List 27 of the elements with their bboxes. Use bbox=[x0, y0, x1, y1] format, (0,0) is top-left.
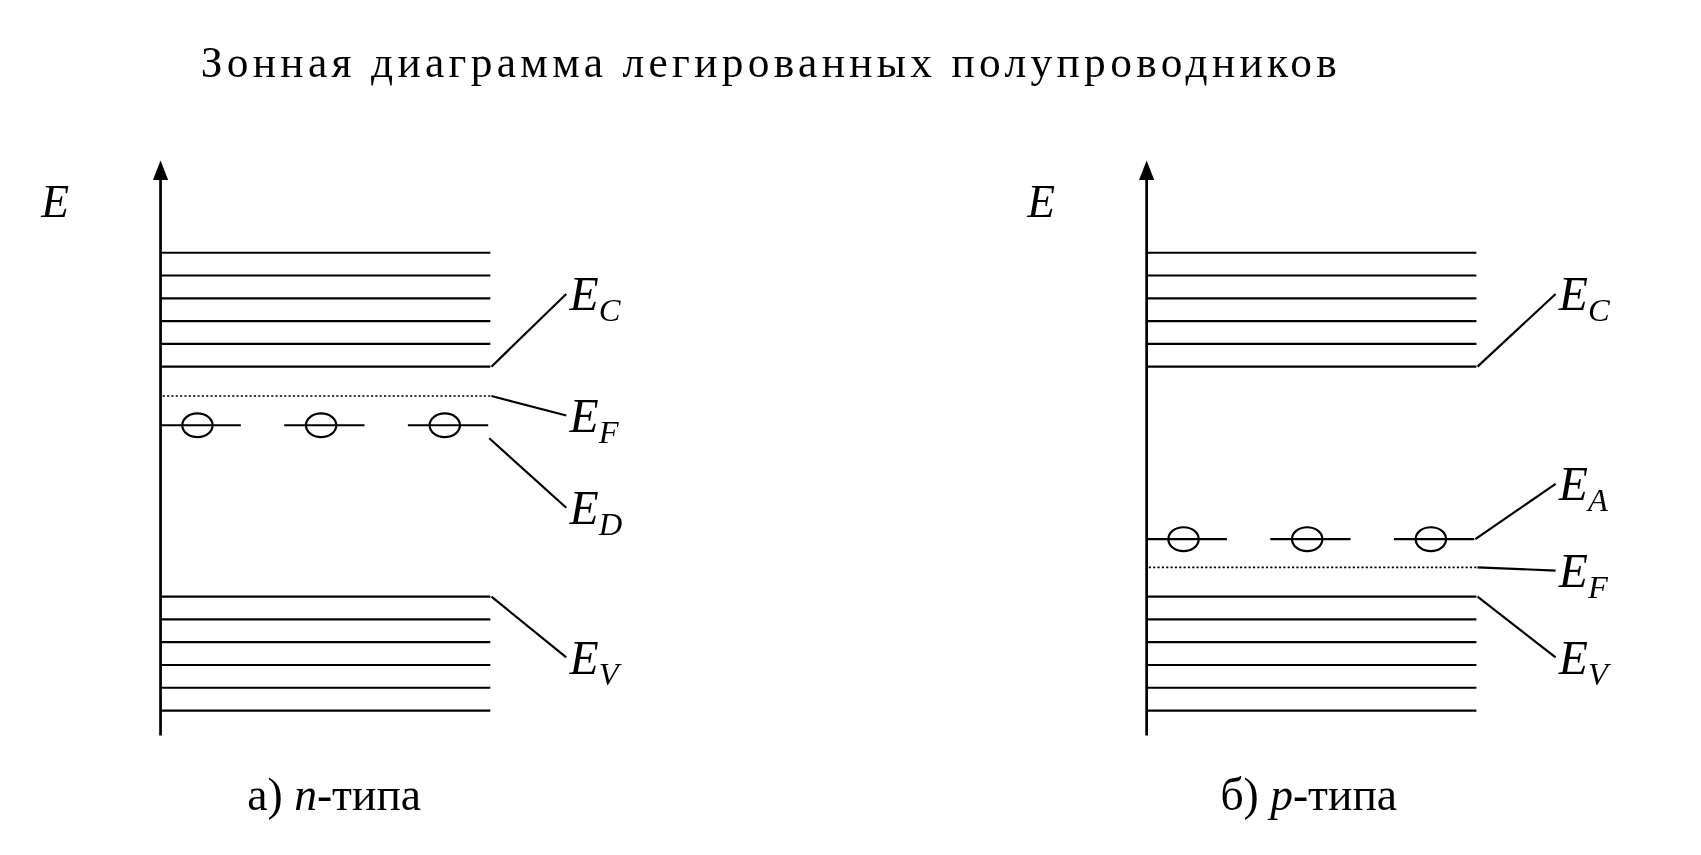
conduction-band-lines bbox=[160, 251, 491, 368]
energy-level-label: E$_{A}$ bbox=[1558, 461, 1608, 517]
leader-line bbox=[490, 595, 567, 659]
fermi-level-line bbox=[161, 395, 492, 397]
conduction-band-lines bbox=[1146, 251, 1477, 368]
leader-line bbox=[1476, 595, 1557, 659]
leader-line bbox=[488, 437, 567, 509]
axis-label: E bbox=[41, 179, 70, 225]
valence-band-lines bbox=[1146, 595, 1477, 712]
energy-level-label: E$_{F}$ bbox=[569, 392, 619, 448]
leader-line bbox=[1477, 566, 1556, 572]
diagram-title: Зонная диаграмма легированных полупроводников bbox=[200, 41, 1342, 85]
donor-level bbox=[160, 412, 489, 439]
leader-line bbox=[1476, 293, 1557, 368]
leader-line bbox=[491, 394, 567, 417]
energy-level-label: E$_{C}$ bbox=[1558, 271, 1610, 327]
energy-level-label: E$_{C}$ bbox=[569, 271, 621, 327]
fermi-level-line bbox=[1148, 566, 1478, 569]
leader-line bbox=[490, 293, 568, 368]
leader-line bbox=[1474, 482, 1557, 541]
energy-level-label: E$_{F}$ bbox=[1558, 547, 1608, 604]
axis-label: E bbox=[1027, 179, 1056, 225]
valence-band-lines bbox=[160, 595, 491, 712]
energy-level-label: E$_{D}$ bbox=[569, 484, 623, 541]
panel-caption: а) n-типа bbox=[247, 772, 421, 818]
acceptor-level bbox=[1146, 526, 1475, 553]
panel-caption: б) p-типа bbox=[1220, 772, 1397, 818]
